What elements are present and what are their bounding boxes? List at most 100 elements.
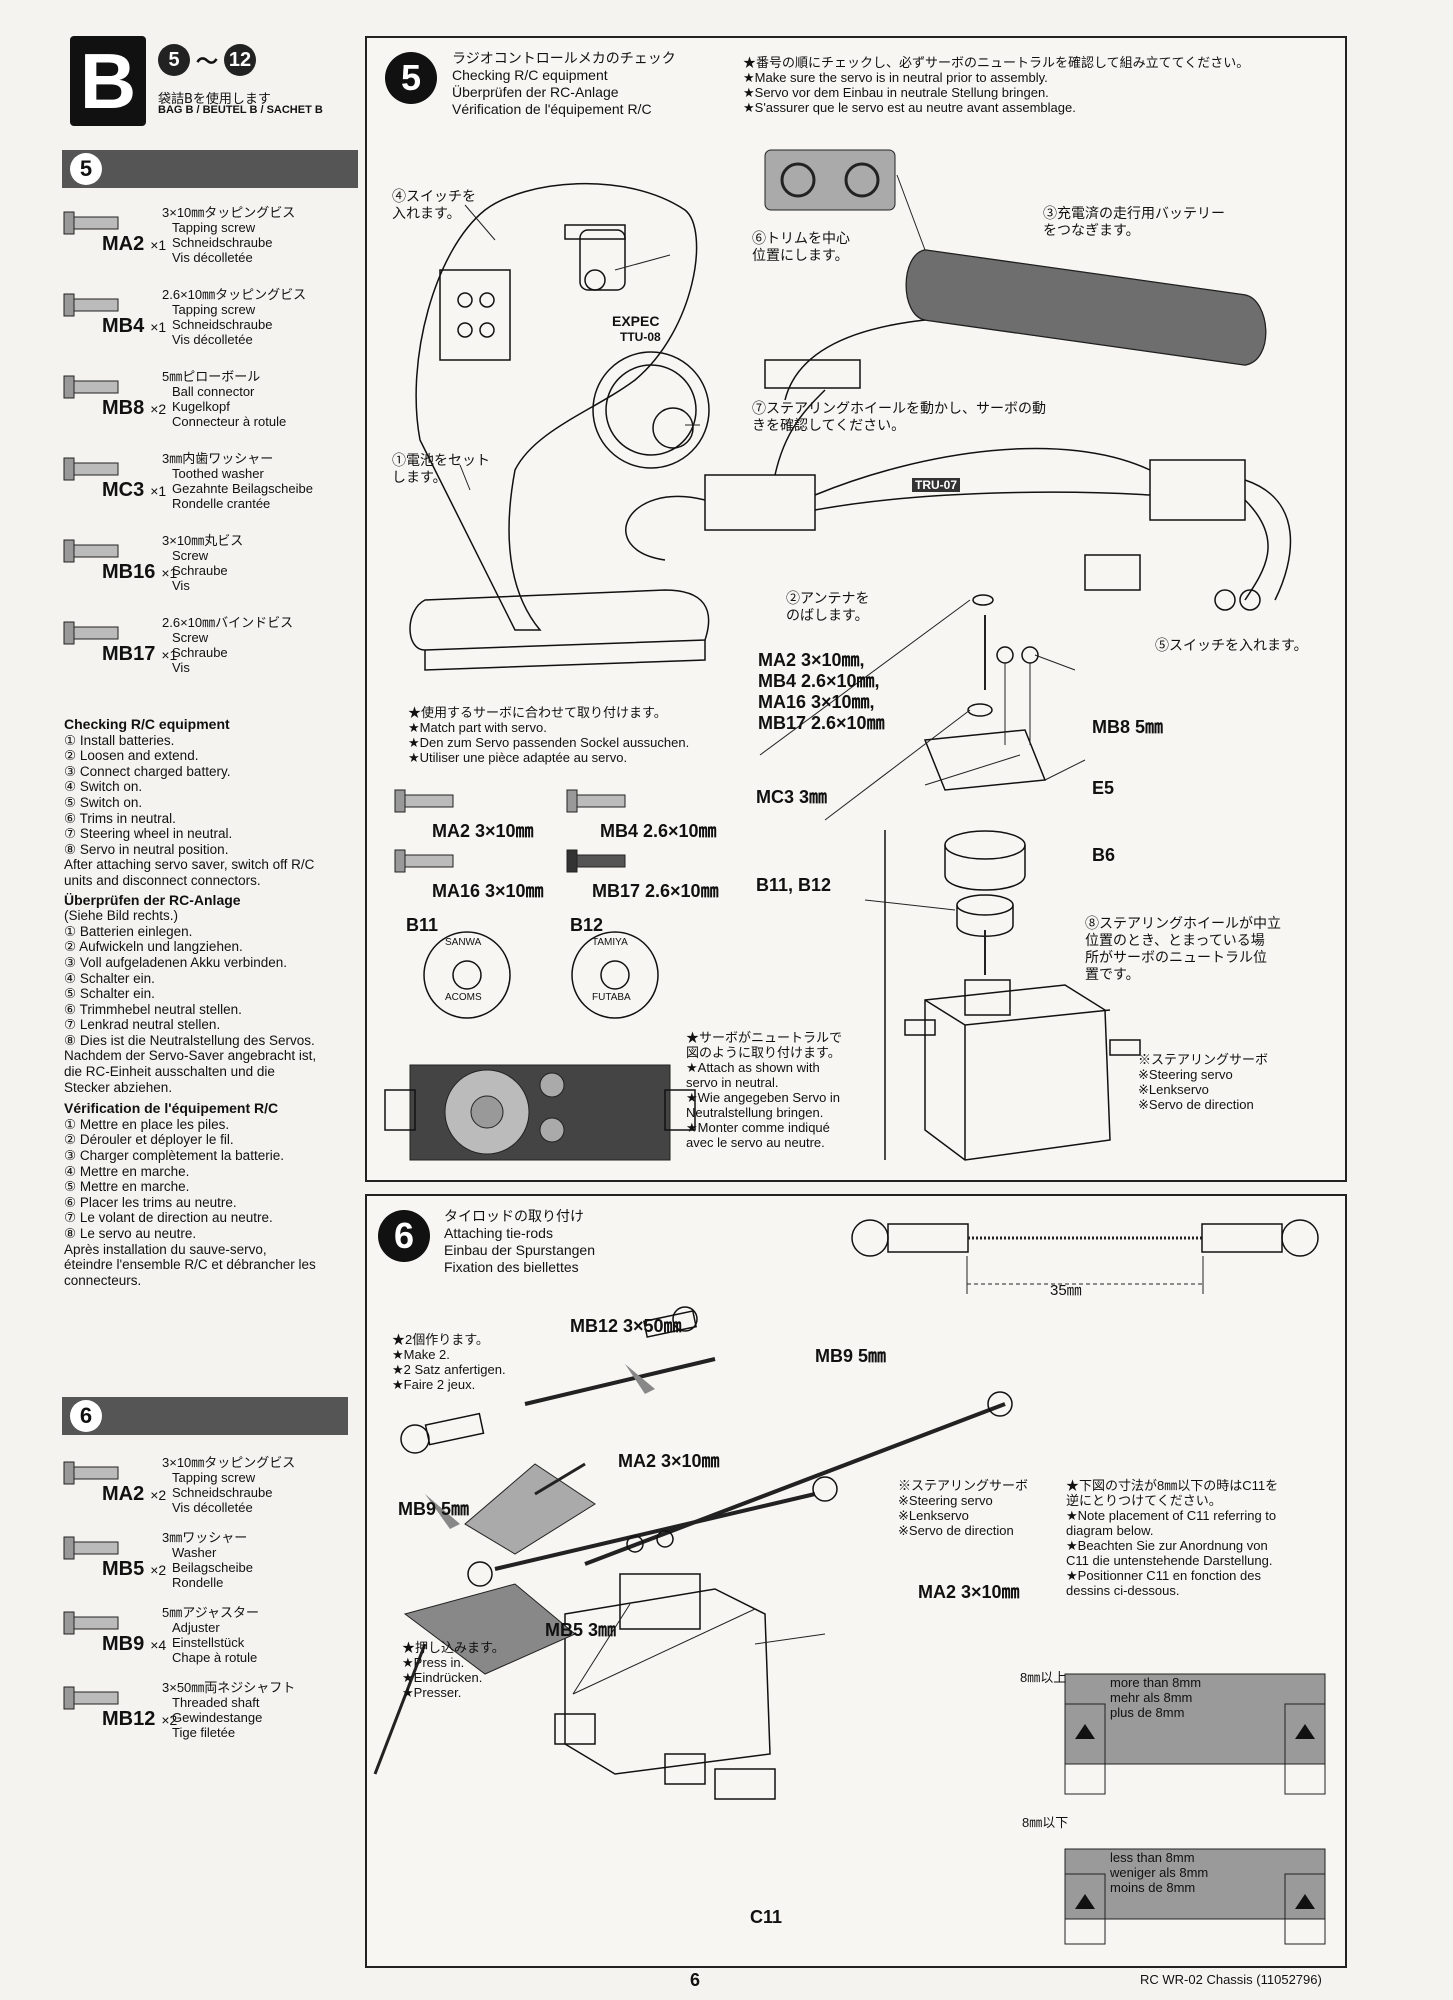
check-fr-line: ② Dérouler et déployer le fil. (64, 1132, 234, 1148)
match-note-2: ★Match part with servo. (408, 720, 547, 735)
step5-title-jp: ラジオコントロールメカのチェック (452, 50, 676, 66)
check-de-line: die RC-Einheit ausschalten und die (64, 1064, 275, 1080)
part-code: MB17×1 (102, 643, 178, 665)
tx-model: TTU-08 (620, 330, 661, 344)
servo-label-5-l2: ※Steering servo (1138, 1067, 1233, 1082)
part-icon (63, 293, 119, 317)
caption-2-l2: のばします。 (786, 607, 869, 623)
servo-label-6-l3: ※Lenkservo (898, 1508, 969, 1523)
transmitter-drawing (409, 182, 710, 671)
caption-6-l1: ⑥トリムを中心 (752, 230, 850, 246)
caption-2: ②アンテナを のばします。 (786, 590, 869, 624)
sanwa-text: SANWA (445, 937, 482, 948)
caption-8: ⑧ステアリングホイールが中立 位置のとき、とまっている場 所がサーボのニュートラ… (1085, 915, 1281, 983)
check-fr-title: Vérification de l'équipement R/C (64, 1100, 279, 1117)
screw-label-list: MA2 3×10㎜, MB4 2.6×10㎜, MA16 3×10㎜, MB17… (758, 650, 885, 734)
part-line: Rondelle (172, 1575, 224, 1590)
caption-3-l2: をつなぎます。 (1043, 222, 1140, 238)
attach-note-5: ★Wie angegeben Servo in (686, 1090, 841, 1105)
tamiya-text: TAMIYA (592, 937, 628, 948)
make2-note-4: ★Faire 2 jeux. (392, 1377, 476, 1392)
part-line: Vis (172, 660, 190, 675)
step-range: 5 〜 12 (158, 44, 257, 76)
part-icon (63, 1536, 119, 1560)
section-letter: B (70, 36, 146, 126)
check-en-line: ⑤ Switch on. (64, 794, 143, 810)
mb8-label: MB8 5㎜ (1092, 717, 1164, 737)
less-than-diagram (1064, 1848, 1326, 1945)
check-fr-line: ④ Mettre en marche. (64, 1163, 190, 1179)
caption-1: ①電池をセット します。 (392, 452, 490, 486)
part-line: Tapping screw (172, 1470, 256, 1485)
press-note-2: ★Press in. (402, 1655, 465, 1670)
part-icon (63, 1611, 119, 1635)
make2-note-1: ★2個作ります。 (392, 1332, 489, 1347)
part-jp: 3㎜ワッシャー (162, 1530, 248, 1545)
check-en-line: After attaching servo saver, switch off … (64, 857, 315, 873)
attach-note-3: ★Attach as shown with (686, 1060, 820, 1075)
check-fr-line: ⑥ Placer les trims au neutre. (64, 1194, 237, 1210)
screw-label-3: MA16 3×10㎜, (758, 692, 875, 712)
servo-label-6-l1: ※ステアリングサーボ (898, 1478, 1029, 1493)
part-code: MB12×2 (102, 1708, 178, 1730)
part-code: MB4×1 (102, 315, 167, 337)
screw-samples (394, 789, 626, 873)
caption-8-l4: 置です。 (1085, 966, 1140, 982)
part-line: Vis décolletée (172, 250, 253, 265)
step5-note: ★Servo vor dem Einbau in neutrale Stellu… (743, 85, 1049, 100)
press-note-1: ★押し込みます。 (402, 1640, 505, 1655)
more-dim: 8㎜以上 (1020, 1670, 1067, 1685)
less-text-2: weniger als 8mm (1110, 1865, 1209, 1880)
bag-jp: 袋詰Bを使用します (158, 92, 271, 107)
ma2-label-6a: MA2 3×10㎜ (618, 1451, 720, 1471)
tx-brand: EXPEC (612, 313, 660, 329)
step6-title-en: Attaching tie-rods (444, 1225, 553, 1241)
placement-note-7: ★Positionner C11 en fonction des (1066, 1568, 1261, 1583)
part-icon (63, 1686, 119, 1710)
placement-note-1: ★下図の寸法が8㎜以下の時はC11を (1066, 1478, 1279, 1493)
step5-drawing (384, 149, 1292, 1161)
part-line: Schneidschraube (172, 1485, 273, 1500)
check-de-line: ④ Schalter ein. (64, 970, 155, 986)
part-line: Schraube (172, 645, 228, 660)
mc3-label: MC3 3㎜ (756, 787, 828, 807)
sample-ma2: MA2 3×10㎜ (432, 821, 534, 841)
check-de-line: ② Aufwickeln und langziehen. (64, 939, 243, 955)
caption-6-l2: 位置にします。 (752, 247, 849, 263)
step5-title-fr: Vérification de l'équipement R/C (452, 101, 652, 117)
more-text-1: more than 8mm (1110, 1675, 1202, 1690)
step5-notes: ★番号の順にチェックし、必ずサーボのニュートラルを確認して組み立ててください。★… (743, 55, 1333, 115)
mb5-label: MB5 3㎜ (545, 1620, 617, 1640)
attach-note-8: avec le servo au neutre. (686, 1135, 825, 1150)
check-de-title: Überprüfen der RC-Anlage (64, 891, 241, 908)
step5-title-en: Checking R/C equipment (452, 67, 608, 83)
sample-ma16: MA16 3×10㎜ (432, 881, 544, 901)
servo-label-5: ※ステアリングサーボ ※Steering servo ※Lenkservo ※S… (1138, 1052, 1268, 1112)
caption-4-l2: 入れます。 (392, 205, 461, 221)
part-code: MC3×1 (102, 479, 167, 501)
tie-rod-dim: 35㎜ (1050, 1282, 1082, 1299)
part-icon (63, 211, 119, 235)
check-de-line: ⑤ Schalter ein. (64, 986, 155, 1002)
e5-label: E5 (1092, 778, 1115, 798)
check-fr-line: ③ Charger complètement la batterie. (64, 1148, 284, 1164)
rx-model: TRU-07 (912, 478, 961, 492)
range-end: 12 (224, 44, 257, 76)
attach-note-1: ★サーボがニュートラルで (686, 1030, 843, 1045)
receiver-drawing (704, 474, 816, 531)
part-line: Kugelkopf (172, 399, 230, 414)
check-de-line: ③ Voll aufgeladenen Akku verbinden. (64, 954, 288, 970)
part-jp: 3×50㎜両ネジシャフト (162, 1680, 296, 1695)
more-text-3: plus de 8mm (1110, 1705, 1185, 1720)
attach-note-4: servo in neutral. (686, 1075, 779, 1090)
part-code: MB16×1 (102, 561, 178, 583)
check-instructions: Checking R/C equipment ① Install batteri… (64, 716, 364, 1288)
part-jp: 3×10㎜タッピングビス (162, 205, 296, 220)
step5-note: ★S'assurer que le servo est au neutre av… (743, 100, 1076, 115)
